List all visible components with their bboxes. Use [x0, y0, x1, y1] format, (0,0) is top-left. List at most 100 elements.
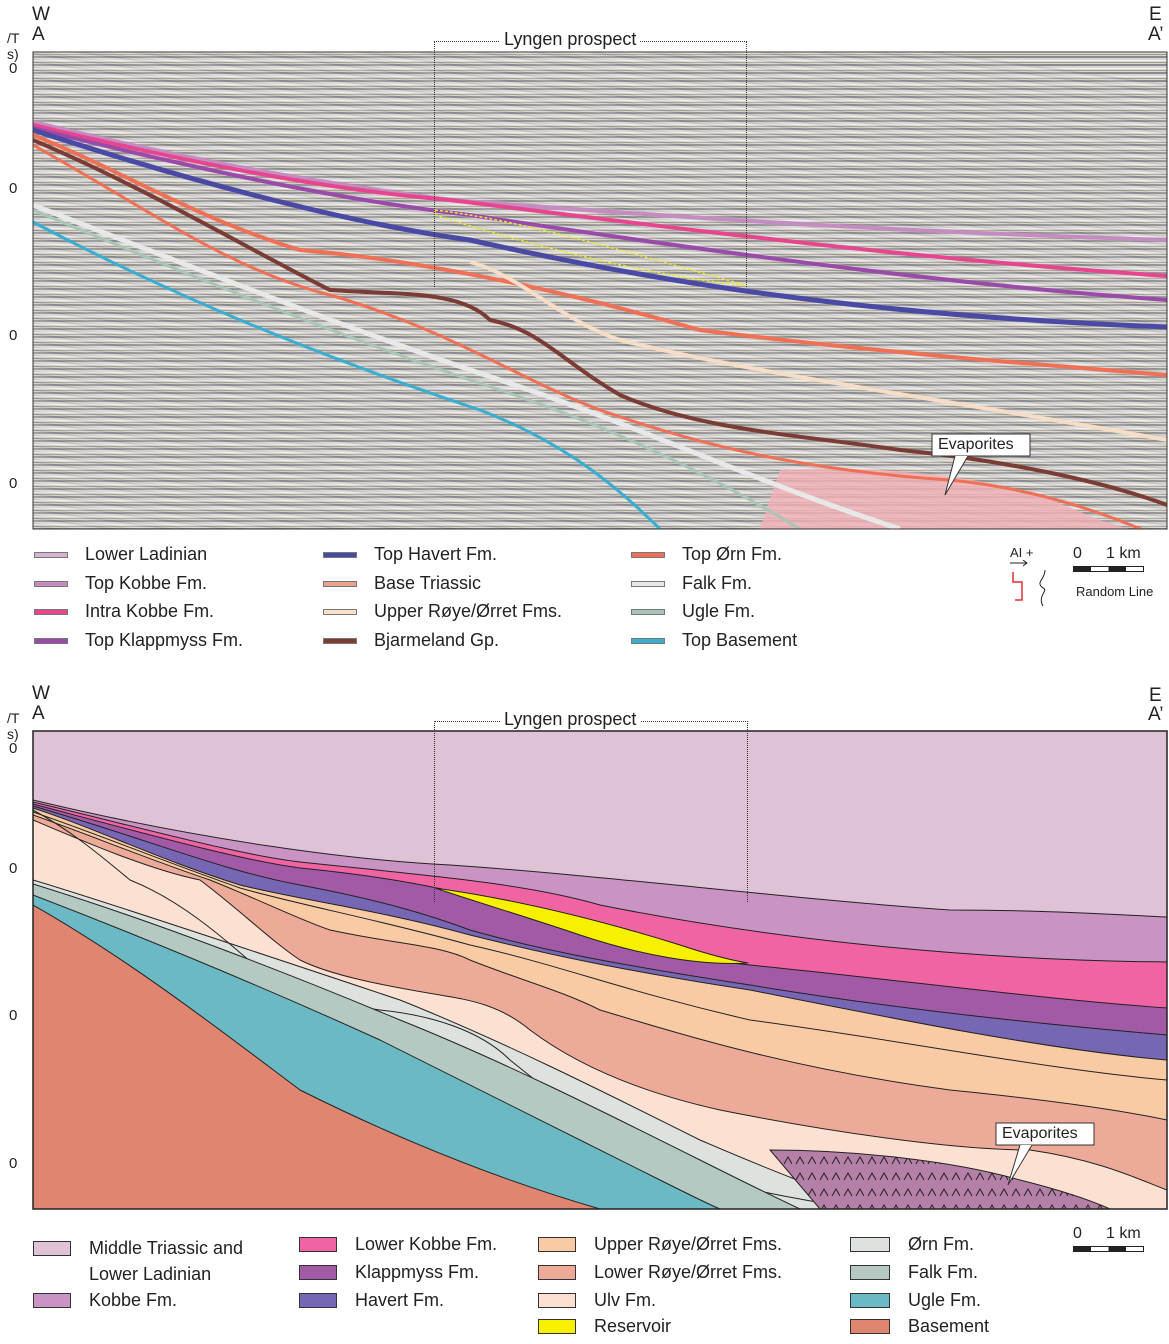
- legend-label: Lower Ladinian: [85, 544, 208, 564]
- legend-swatch: [538, 1319, 576, 1334]
- legend-swatch: [323, 551, 357, 558]
- legend-item: Falk Fm.: [631, 573, 752, 594]
- legend-label: Lower Ladinian: [89, 1264, 212, 1284]
- legend-label: Basement: [908, 1316, 990, 1336]
- legend-swatch: [538, 1265, 576, 1280]
- legend-label: Falk Fm.: [908, 1262, 978, 1282]
- axis-title-unit: s): [7, 726, 19, 742]
- legend-item: Top Basement: [631, 630, 797, 651]
- legend-item: Ugle Fm.: [850, 1290, 981, 1311]
- legend-swatch: [850, 1293, 890, 1308]
- legend-label: Lower Kobbe Fm.: [355, 1234, 498, 1254]
- scale-bar: [1073, 1246, 1144, 1252]
- legend-label: Ugle Fm.: [682, 601, 756, 621]
- legend-item: Top Ørn Fm.: [631, 544, 782, 565]
- east-label: E: [1149, 685, 1162, 706]
- legend-label: Base Triassic: [374, 573, 482, 593]
- legend-item: Havert Fm.: [299, 1290, 444, 1311]
- legend-swatch: [34, 551, 68, 558]
- legend-label: Reservoir: [594, 1316, 672, 1336]
- legend-swatch: [34, 637, 68, 644]
- axis-title: /T: [7, 710, 20, 726]
- scale-km: 1 km: [1106, 1225, 1141, 1242]
- tick-label: 0: [9, 1007, 18, 1024]
- evaporites-callout: Evaporites: [1002, 1125, 1078, 1142]
- prospect-label: Lyngen prospect: [500, 709, 641, 730]
- legend-swatch: [538, 1237, 576, 1252]
- legend-item: Top Kobbe Fm.: [34, 573, 207, 594]
- legend-label: Top Havert Fm.: [374, 544, 498, 564]
- legend-item: Bjarmeland Gp.: [323, 630, 499, 651]
- legend-label: Middle Triassic and: [89, 1238, 244, 1258]
- west-point-label: A: [32, 703, 45, 724]
- legend-label: Upper Røye/Ørret Fms.: [594, 1234, 783, 1254]
- west-point-label: A: [32, 24, 45, 45]
- tick-label: 0: [9, 740, 18, 757]
- legend-item: Top Klappmyss Fm.: [34, 630, 243, 651]
- legend-swatch: [538, 1293, 576, 1308]
- legend-swatch: [631, 580, 665, 587]
- legend-label: Klappmyss Fm.: [355, 1262, 480, 1282]
- legend-swatch: [299, 1293, 337, 1308]
- legend-label: Falk Fm.: [682, 573, 752, 593]
- prospect-box: [434, 721, 748, 902]
- scale-zero: 0: [1073, 1225, 1082, 1242]
- legend-swatch: [34, 580, 68, 587]
- polarity-label: AI +: [1010, 545, 1034, 560]
- legend-label: Havert Fm.: [355, 1290, 445, 1310]
- legend-label: Top Ørn Fm.: [682, 544, 783, 564]
- legend-label: Top Kobbe Fm.: [85, 573, 208, 593]
- legend-swatch: [299, 1265, 337, 1280]
- legend-label: Intra Kobbe Fm.: [85, 601, 215, 621]
- legend-item: Intra Kobbe Fm.: [34, 601, 214, 622]
- legend-item: Lower Kobbe Fm.: [299, 1234, 497, 1255]
- legend-swatch: [323, 580, 357, 587]
- tick-label: 0: [9, 475, 18, 492]
- legend-item: Ulv Fm.: [538, 1290, 656, 1311]
- prospect-label: Lyngen prospect: [500, 29, 641, 50]
- tick-label: 0: [9, 327, 18, 344]
- polarity-wavelet-icon: [1010, 560, 1046, 607]
- legend-label: Kobbe Fm.: [89, 1290, 178, 1310]
- legend-item: Falk Fm.: [850, 1262, 978, 1283]
- tick-label: 0: [9, 1155, 18, 1172]
- legend-item: Ugle Fm.: [631, 601, 755, 622]
- legend-swatch: [631, 608, 665, 615]
- legend-label: Bjarmeland Gp.: [374, 630, 500, 650]
- legend-item: Middle Triassic and: [33, 1238, 243, 1259]
- legend-swatch: [33, 1293, 71, 1308]
- tick-label: 0: [9, 60, 18, 77]
- legend-swatch: [34, 608, 68, 615]
- legend-item: Kobbe Fm.: [33, 1290, 177, 1311]
- legend-swatch: [850, 1237, 890, 1252]
- east-point-label: A’: [1148, 704, 1164, 725]
- legend-label: Upper Røye/Ørret Fms.: [374, 601, 563, 621]
- legend-item-continued: Lower Ladinian: [89, 1264, 211, 1285]
- tick-label: 0: [9, 860, 18, 877]
- legend-swatch: [33, 1241, 71, 1256]
- legend-swatch: [323, 608, 357, 615]
- legend-item: Klappmyss Fm.: [299, 1262, 479, 1283]
- legend-label: Ugle Fm.: [908, 1290, 982, 1310]
- legend-item: Ørn Fm.: [850, 1234, 974, 1255]
- legend-item: Reservoir: [538, 1316, 671, 1337]
- seismic-section: [32, 51, 1168, 530]
- legend-item: Basement: [850, 1316, 989, 1337]
- west-label: W: [32, 683, 50, 704]
- legend-label: Top Klappmyss Fm.: [85, 630, 244, 650]
- legend-label: Ørn Fm.: [908, 1234, 974, 1254]
- east-point-label: A’: [1148, 24, 1164, 45]
- legend-item: Lower Røye/Ørret Fms.: [538, 1262, 782, 1283]
- legend-swatch: [850, 1319, 890, 1334]
- scale-km: 1 km: [1106, 545, 1141, 562]
- scale-zero: 0: [1073, 545, 1082, 562]
- axis-title: /T: [7, 30, 20, 46]
- scale-caption: Random Line: [1076, 584, 1154, 599]
- legend-swatch: [631, 637, 665, 644]
- legend-item: Upper Røye/Ørret Fms.: [538, 1234, 782, 1255]
- legend-label: Top Basement: [682, 630, 798, 650]
- legend-label: Lower Røye/Ørret Fms.: [594, 1262, 783, 1282]
- legend-item: Upper Røye/Ørret Fms.: [323, 601, 562, 622]
- legend-swatch: [631, 551, 665, 558]
